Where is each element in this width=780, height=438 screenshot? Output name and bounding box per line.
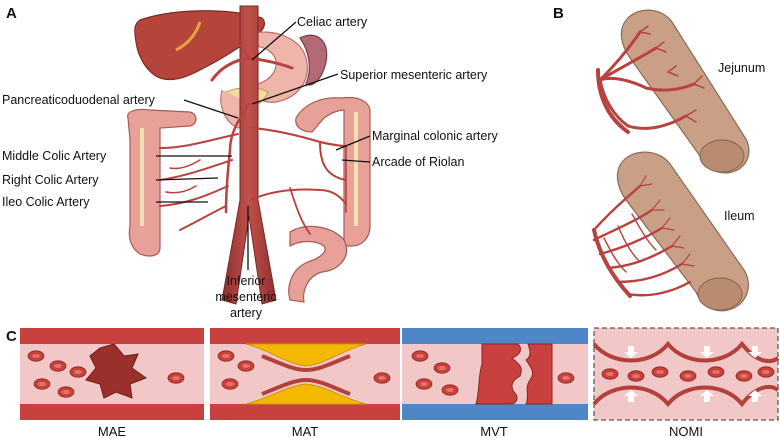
ascending-colon bbox=[127, 108, 197, 257]
label-ileo-colic-artery: Ileo Colic Artery bbox=[2, 195, 90, 209]
descending-colon bbox=[295, 96, 371, 247]
label-arcade-of-riolan: Arcade of Riolan bbox=[372, 155, 464, 169]
mat-panel bbox=[210, 328, 400, 420]
panel-a-anatomy bbox=[127, 5, 371, 305]
plaque-top bbox=[245, 343, 367, 367]
embolus bbox=[85, 343, 148, 399]
caption-mvt: MVT bbox=[480, 424, 508, 438]
plaque-bottom bbox=[245, 383, 367, 405]
mvt-panel bbox=[402, 328, 588, 420]
caption-mat: MAT bbox=[292, 424, 319, 438]
panel-a-letter: A bbox=[6, 5, 17, 22]
mae-panel bbox=[20, 328, 204, 420]
label-celiac-artery: Celiac artery bbox=[297, 15, 368, 29]
label-inferior-mesenteric-artery-2: mesenteric bbox=[215, 290, 276, 304]
panel-a-leaders bbox=[155, 21, 371, 270]
aorta bbox=[221, 5, 277, 305]
label-marginal-colonic-artery: Marginal colonic artery bbox=[372, 129, 498, 143]
caption-nomi: NOMI bbox=[669, 424, 703, 438]
label-middle-colic-artery: Middle Colic Artery bbox=[2, 149, 107, 163]
label-pancreaticoduodenal-artery: Pancreaticoduodenal artery bbox=[2, 93, 156, 107]
label-right-colic-artery: Right Colic Artery bbox=[2, 173, 99, 187]
panel-c-letter: C bbox=[6, 328, 17, 345]
arrow-icons bbox=[624, 346, 762, 402]
ileum-illustration bbox=[592, 151, 749, 312]
label-superior-mesenteric-artery: Superior mesenteric artery bbox=[340, 68, 488, 82]
panel-b-letter: B bbox=[553, 5, 564, 22]
thrombus bbox=[475, 343, 522, 405]
label-jejunum: Jejunum bbox=[718, 61, 765, 75]
nomi-panel bbox=[592, 327, 780, 421]
jejunum-illustration bbox=[596, 9, 750, 174]
sigmoid-colon bbox=[288, 225, 348, 303]
label-inferior-mesenteric-artery-1: Inferior bbox=[227, 274, 266, 288]
label-inferior-mesenteric-artery-3: artery bbox=[230, 306, 263, 320]
caption-mae: MAE bbox=[98, 424, 127, 438]
label-ileum: Ileum bbox=[724, 209, 755, 223]
arterial-branches bbox=[159, 39, 348, 235]
